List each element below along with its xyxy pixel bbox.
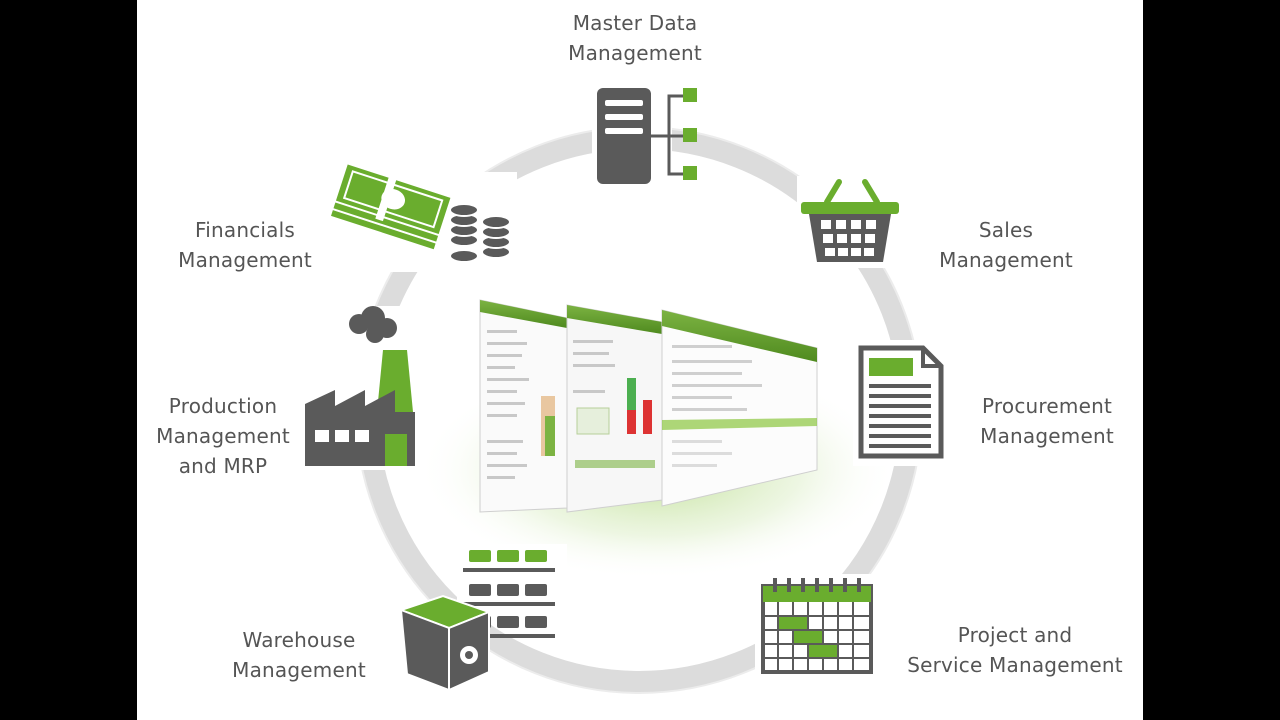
master-data-label-line1: Master Data xyxy=(572,11,698,35)
money-icon xyxy=(327,161,517,272)
master-data-label: Master Data Management xyxy=(535,8,735,68)
financials-label-line1: Financials xyxy=(195,218,295,242)
warehouse-label-line2: Management xyxy=(232,658,366,682)
procurement-label-line2: Management xyxy=(980,424,1114,448)
production-label: Production Management and MRP xyxy=(137,391,323,481)
financials-label-line2: Management xyxy=(178,248,312,272)
master-data-label-line2: Management xyxy=(568,41,702,65)
sales-label: Sales Management xyxy=(906,215,1106,275)
production-label-line1: Production xyxy=(168,394,278,418)
document-icon xyxy=(853,340,947,466)
diagram-canvas: Master Data Management Sales Management … xyxy=(137,0,1143,720)
basket-icon xyxy=(797,176,907,268)
procurement-label: Procurement Management xyxy=(947,391,1143,451)
project-label-line2: Service Management xyxy=(907,653,1123,677)
production-label-line3: and MRP xyxy=(178,454,268,478)
procurement-label-line1: Procurement xyxy=(982,394,1112,418)
warehouse-label-line1: Warehouse xyxy=(242,628,356,652)
diagram-graphics xyxy=(297,80,947,694)
production-label-line2: Management xyxy=(156,424,290,448)
sales-label-line1: Sales xyxy=(978,218,1034,242)
project-label-line1: Project and xyxy=(957,623,1073,647)
calendar-icon xyxy=(755,574,877,678)
financials-label: Financials Management xyxy=(145,215,345,275)
box-icon xyxy=(398,544,567,692)
server-icon xyxy=(592,80,697,190)
warehouse-label: Warehouse Management xyxy=(199,625,399,685)
sales-label-line2: Management xyxy=(939,248,1073,272)
factory-icon xyxy=(297,306,425,470)
project-label: Project and Service Management xyxy=(880,620,1143,680)
software-screens-illustration xyxy=(479,299,818,513)
